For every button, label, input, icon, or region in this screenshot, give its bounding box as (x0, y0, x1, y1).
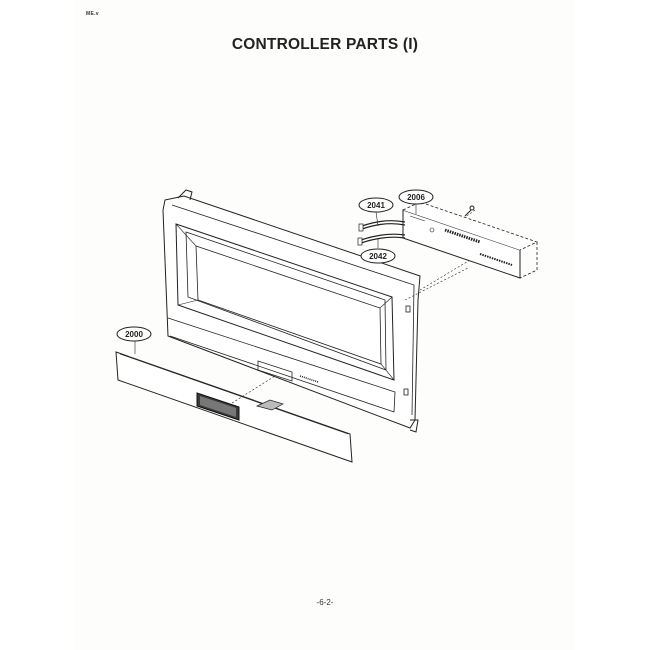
page-title: CONTROLLER PARTS (I) (231, 36, 419, 53)
screw (464, 205, 475, 217)
callout-2041: 2041 (367, 201, 385, 210)
callout-2000: 2000 (125, 330, 143, 339)
pcb-assembly (402, 201, 539, 279)
wire-harness-upper (358, 220, 406, 232)
control-panel-cover (115, 351, 353, 463)
page-number: -6-2- (316, 598, 334, 607)
door-frame (162, 189, 421, 433)
callout-2006: 2006 (407, 193, 425, 202)
corner-mark: ME.v (86, 11, 99, 17)
wire-harness-lower (357, 233, 406, 246)
callout-2042: 2042 (369, 252, 387, 261)
